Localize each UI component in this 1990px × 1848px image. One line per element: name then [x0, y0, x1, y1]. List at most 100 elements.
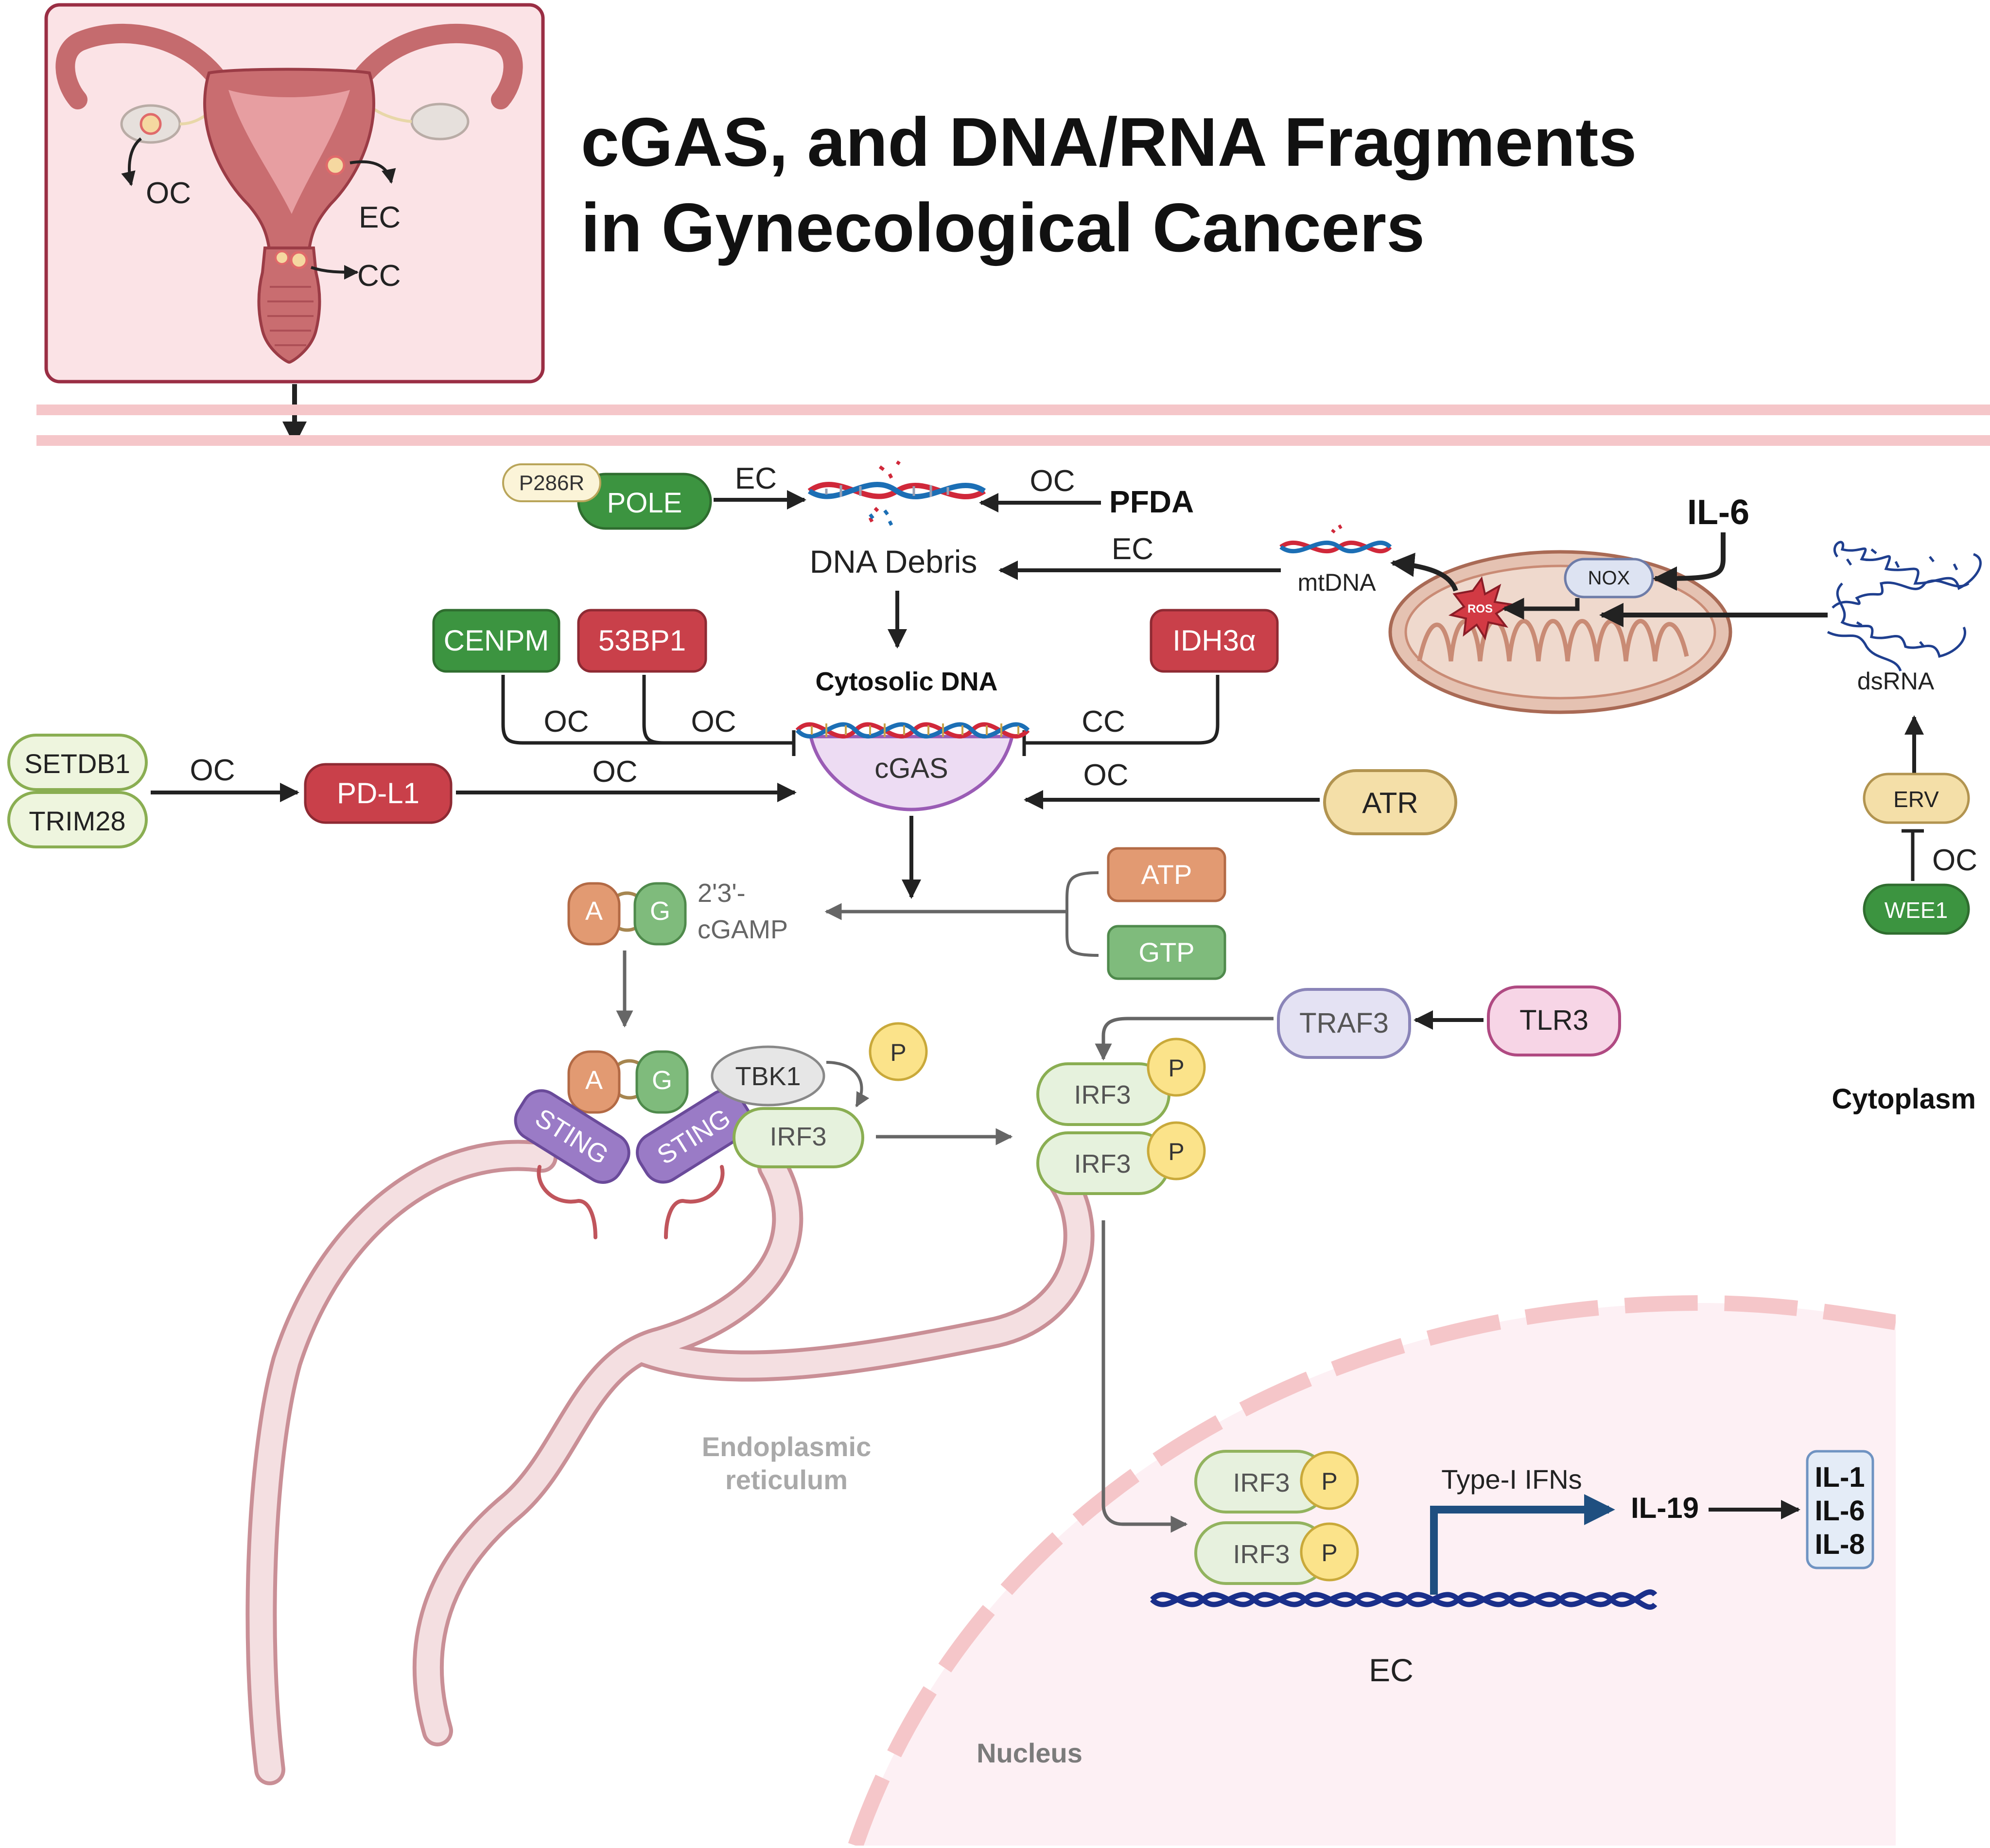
- nuclear-irf3-top-label: IRF3: [1233, 1468, 1290, 1497]
- irf3-sting-label: IRF3: [769, 1122, 826, 1151]
- endoplasmic-reticulum: [245, 1140, 1095, 1785]
- tlr3-box: [1487, 986, 1621, 1056]
- il6-to-nox-arrow: [1653, 532, 1726, 591]
- setdb1-label: SETDB1: [24, 748, 130, 779]
- irf3-dimer-top-label: IRF3: [1074, 1080, 1131, 1109]
- il6-nuc-label: IL-6: [1815, 1495, 1865, 1527]
- title-line-2: in Gynecological Cancers: [581, 189, 1425, 266]
- dsrna-label: dsRNA: [1857, 668, 1935, 695]
- pdl1-box: [304, 763, 453, 824]
- nuclear-irf3-bottom-p: P: [1321, 1539, 1337, 1566]
- erv-box: [1863, 773, 1970, 824]
- cgas-shape: [808, 735, 1014, 811]
- tbk1-shape: [711, 1045, 825, 1107]
- cgamp-g: G: [650, 897, 670, 926]
- label-oc-cenpm: OC: [544, 705, 589, 739]
- label-oc-anatomy: OC: [146, 176, 191, 210]
- cgas-label: cGAS: [874, 753, 948, 784]
- phospho-p-tbk1-label: P: [890, 1039, 906, 1066]
- label-oc-setdb1: OC: [190, 754, 235, 787]
- pole-label: POLE: [607, 487, 682, 519]
- nuclear-dna-helix: [1150, 1589, 1658, 1610]
- nuclear-irf3-top-p: P: [1321, 1468, 1337, 1495]
- cytokine-box: [1806, 1450, 1874, 1569]
- tlr3-label: TLR3: [1519, 1004, 1589, 1036]
- phospho-p-tbk1: [869, 1022, 928, 1081]
- ros-burst: [1448, 576, 1514, 641]
- page-title: cGAS, and DNA/RNA Fragments in Gynecolog…: [581, 100, 1637, 271]
- label-oc-atr: OC: [1083, 758, 1129, 792]
- setdb1-box: [7, 734, 148, 791]
- label-oc-wee1: OC: [1932, 844, 1977, 877]
- label-cc-anatomy: CC: [357, 259, 401, 293]
- nox-box: [1564, 558, 1654, 598]
- trim28-box: [7, 791, 148, 848]
- anatomy-inset: OC EC CC: [44, 3, 545, 384]
- atp-box: [1107, 847, 1226, 902]
- ec-nucleus-label: EC: [1369, 1652, 1414, 1688]
- type1-ifn-arrow: [1430, 1494, 1615, 1595]
- idh3a-box: [1150, 609, 1279, 673]
- il1-label: IL-1: [1815, 1461, 1865, 1493]
- irf3-dimer-top-p: P: [1168, 1055, 1184, 1082]
- dna-debris-label: DNA Debris: [810, 544, 978, 580]
- er-label-line2: reticulum: [725, 1464, 848, 1495]
- il8-label: IL-8: [1815, 1529, 1865, 1560]
- cell-membrane: [36, 405, 1990, 446]
- il19-label: IL-19: [1631, 1492, 1699, 1524]
- title-line-1: cGAS, and DNA/RNA Fragments: [581, 104, 1637, 181]
- sting-complex: [514, 1050, 752, 1184]
- wee1-label: WEE1: [1885, 898, 1948, 923]
- erv-label: ERV: [1893, 787, 1939, 812]
- irf3-dimer: [1036, 1038, 1206, 1195]
- ros-label: ROS: [1467, 602, 1493, 616]
- sting-a: A: [585, 1066, 603, 1095]
- nox-to-ros-arrow: [1502, 598, 1580, 620]
- gtp-label: GTP: [1138, 937, 1194, 968]
- traf3-box: [1277, 988, 1411, 1059]
- label-cc-idh3a: CC: [1082, 705, 1125, 739]
- irf3-to-nucleus-arrow: [1101, 1220, 1188, 1533]
- label-ec-mtdna: EC: [1112, 532, 1153, 566]
- cytosolic-dna-helix: [795, 722, 1030, 739]
- type1-ifns-label: Type-I IFNs: [1441, 1464, 1582, 1495]
- cenpm-box: [432, 609, 560, 673]
- mtdna-helix: [1279, 524, 1392, 554]
- traf3-to-irf3-arrow: [1095, 1017, 1274, 1061]
- tbk1-phospho-arrow: [826, 1061, 870, 1108]
- label-oc-pfda: OC: [1030, 464, 1075, 498]
- cytoplasm-label: Cytoplasm: [1832, 1083, 1976, 1115]
- p286r-label: P286R: [519, 471, 585, 495]
- tbk1-label: TBK1: [735, 1062, 801, 1091]
- trim28-label: TRIM28: [29, 806, 125, 836]
- ros-to-mtdna-arrow: [1390, 552, 1458, 592]
- atp-gtp-bracket: [1065, 871, 1099, 957]
- idh3a-label: IDH3α: [1172, 624, 1256, 657]
- wee1-box: [1863, 883, 1970, 935]
- label-oc-53bp1: OC: [691, 705, 736, 739]
- nuclear-irf3-dimer: [1194, 1450, 1359, 1585]
- sting-g: G: [652, 1066, 672, 1095]
- atp-label: ATP: [1141, 859, 1192, 890]
- 53bp1-box: [577, 609, 707, 673]
- 53bp1-label: 53BP1: [598, 624, 686, 657]
- il6-label: IL-6: [1687, 493, 1749, 532]
- cgamp-molecule: [567, 882, 687, 946]
- atr-box: [1323, 769, 1457, 835]
- inhibition-lines: [501, 675, 1220, 756]
- mtdna-label: mtDNA: [1297, 569, 1376, 596]
- pfda-label: PFDA: [1109, 484, 1194, 519]
- p286r-badge: [502, 463, 601, 502]
- dsrna-tangle: [1827, 541, 1982, 671]
- cgamp-label-line1: 2'3'-: [698, 879, 746, 908]
- er-label-line1: Endoplasmic: [702, 1431, 872, 1462]
- cenpm-label: CENPM: [444, 624, 549, 657]
- label-ec-anatomy: EC: [359, 201, 401, 234]
- traf3-label: TRAF3: [1299, 1007, 1389, 1039]
- pdl1-label: PD-L1: [337, 777, 419, 810]
- irf3-sting: [733, 1107, 864, 1168]
- atr-label: ATR: [1362, 787, 1418, 819]
- nox-label: NOX: [1588, 567, 1630, 589]
